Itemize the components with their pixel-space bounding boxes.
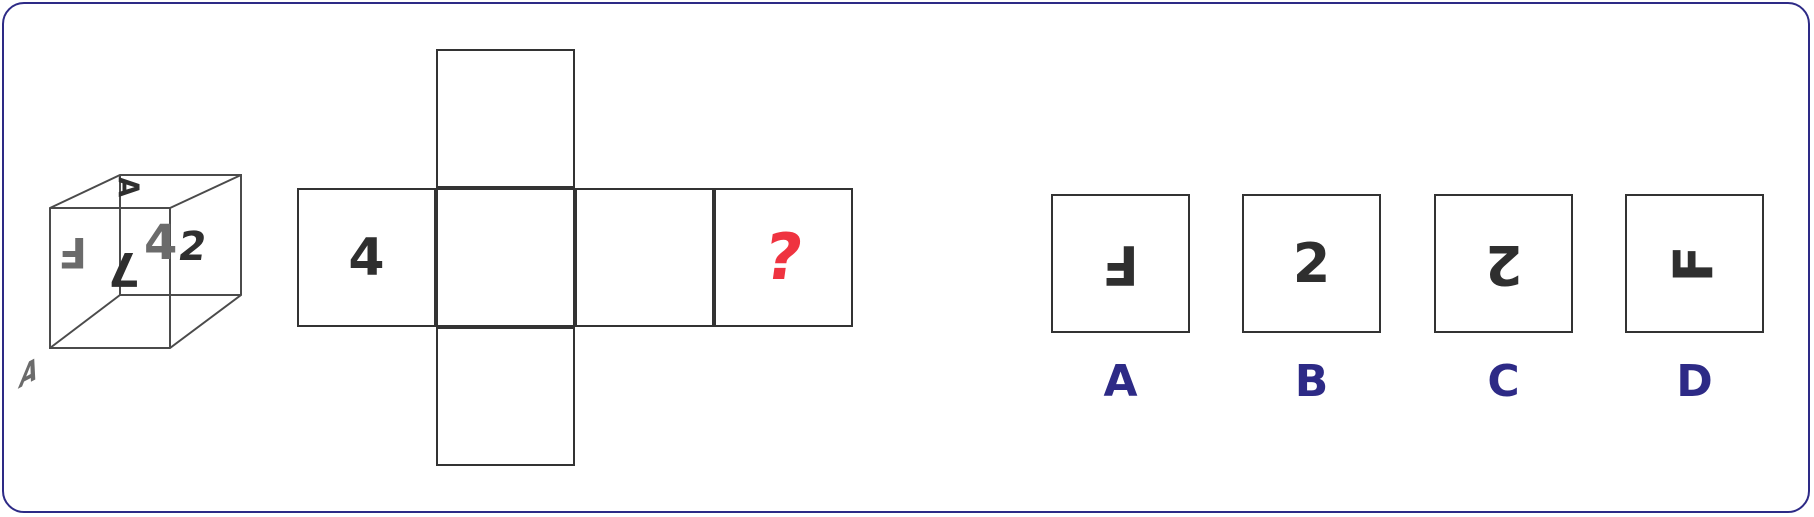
option-a-card[interactable]: F [1051,194,1190,333]
net-left-symbol: 4 [348,227,385,288]
net-right-cell [575,188,714,327]
net-bottom-cell [436,327,575,466]
cube-front-face-symbol: F [58,228,87,277]
option-c-card[interactable]: 2 [1434,194,1573,333]
option-b-symbol: 2 [1292,231,1331,295]
option-d-label[interactable]: D [1676,356,1713,407]
net-left-cell: 4 [297,188,436,327]
option-d-symbol: F [1662,245,1726,282]
cube-back-face-symbol: 4 [144,215,177,271]
option-d-card[interactable]: F [1625,194,1764,333]
option-b-card[interactable]: 2 [1242,194,1381,333]
cube-drawing: F 4 2 A 7 A [16,174,242,398]
option-c-label[interactable]: C [1487,356,1520,407]
reference-cube: F 4 2 A 7 A [16,165,250,398]
cube-right-face-symbol: 2 [175,224,209,270]
option-a-label[interactable]: A [1103,356,1138,407]
net-top-cell [436,49,575,188]
option-a-symbol: F [1102,232,1139,296]
question-mark: ? [759,220,808,295]
cube-top-face-symbol: A [111,177,143,198]
option-b-label[interactable]: B [1294,356,1329,407]
cube-middle-symbol: 7 [108,242,140,296]
net-question-cell: ? [714,188,853,327]
option-c-symbol: 2 [1484,232,1523,296]
net-center-cell [436,188,575,327]
